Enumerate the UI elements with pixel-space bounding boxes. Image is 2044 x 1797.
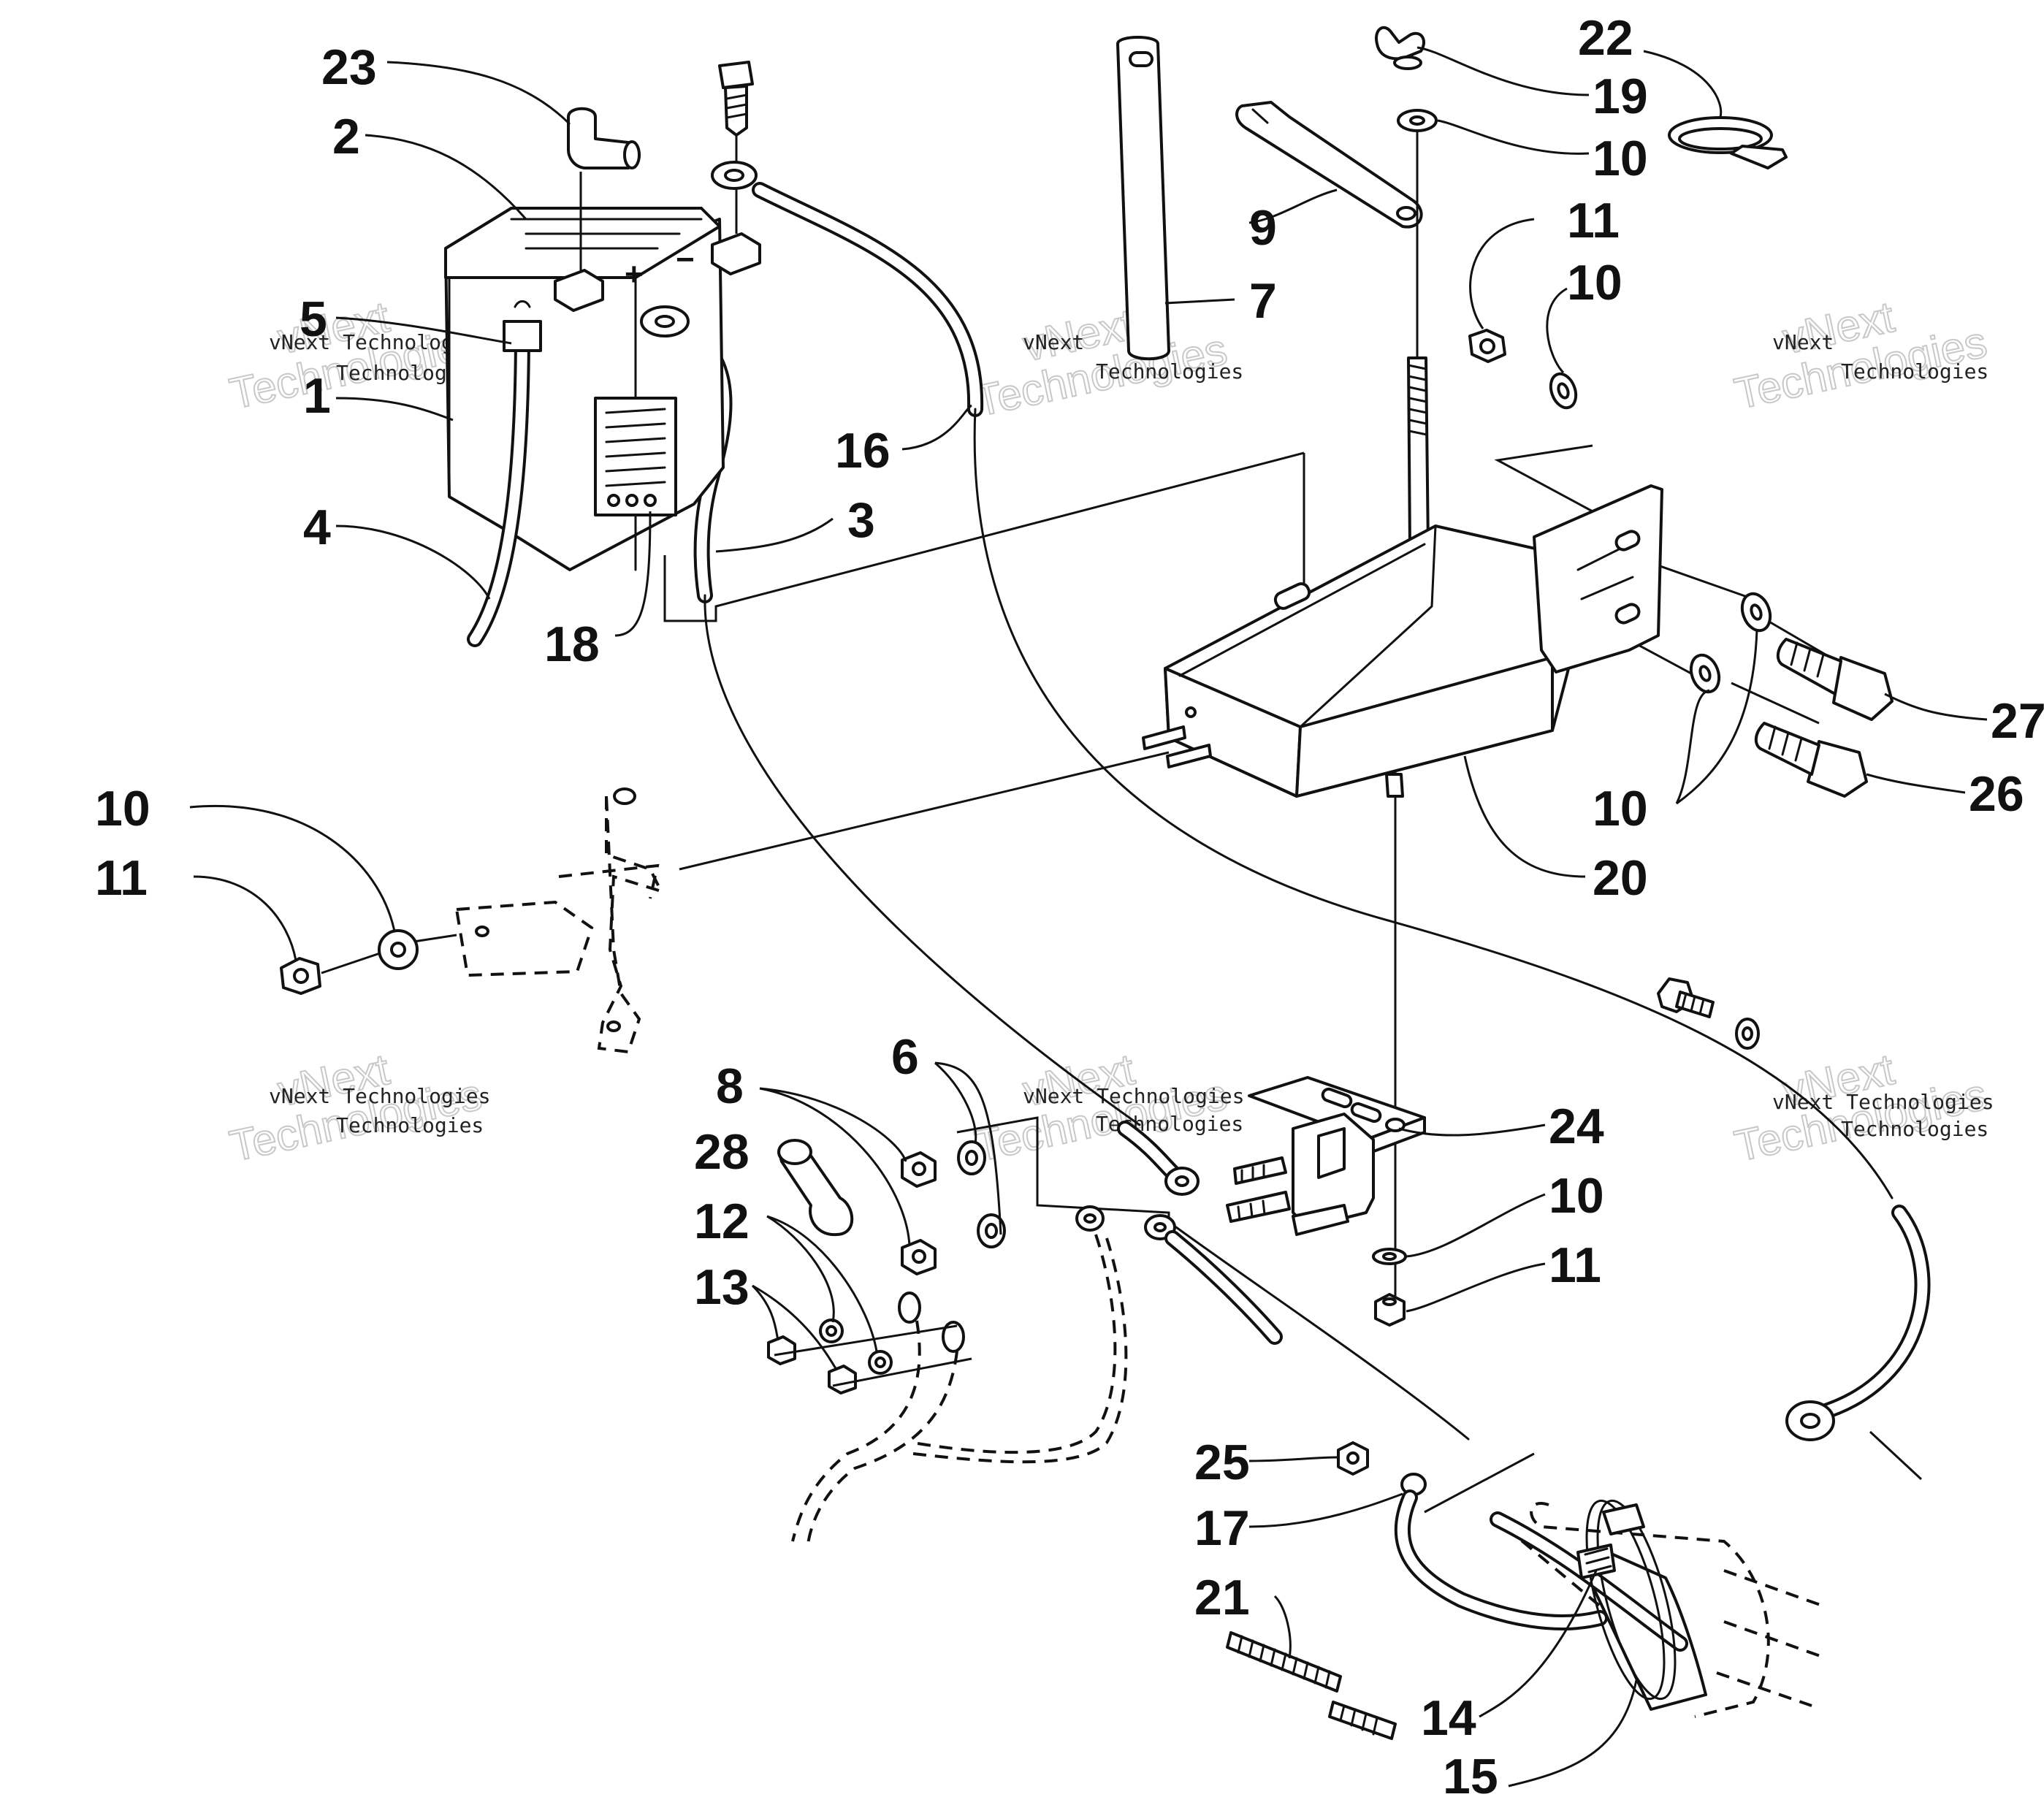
callout-7: 7 [1249,273,1277,329]
callout-4: 4 [303,500,331,555]
wire-lugs-small [774,1292,972,1549]
callout-21: 21 [1194,1570,1250,1625]
watermark-text: Technologies [1096,359,1243,384]
callout-16: 16 [835,423,891,478]
hold-bracket [1235,101,1423,229]
ground-washer [1735,1018,1760,1050]
cable-lug-3-end [1117,1121,1200,1196]
washer-6-upper [957,1140,986,1175]
battery: + − [444,207,761,571]
terminal-boot [777,1139,854,1237]
callout-1: 1 [303,368,331,424]
watermark-text: Technologies [336,1113,484,1137]
cable-lug-ground [1144,1214,1283,1345]
battery-tray [1142,484,1663,798]
callout-14: 14 [1421,1690,1476,1746]
callout-6: 6 [891,1029,919,1085]
watermark-text: Technologies [1841,1117,1988,1141]
wing-nut [1375,26,1425,70]
ground-lug [1785,1400,1835,1441]
callout-19: 19 [1593,69,1648,124]
cable-3 [653,310,1470,1441]
callout-27: 27 [1991,693,2044,749]
callout-10-pair: 10 [1593,781,1648,836]
callout-28: 28 [694,1124,750,1180]
strap-14 [1576,1544,1616,1579]
callout-10-left: 10 [95,781,150,836]
solenoid [1226,1076,1426,1236]
watermark-text: vNext Technologies [1023,1084,1244,1108]
plus-sign-icon: + [625,256,644,292]
wire-lug-dashed [912,1205,1128,1464]
nut-8-lower [901,1239,937,1275]
bolt-27 [1776,638,1894,721]
top-bolt [711,61,758,234]
callout-labels: 23 2 5 1 4 18 3 16 7 9 19 10 22 11 10 27… [95,10,2044,1797]
ground-wire-17 [1394,1473,1608,1630]
nut-25 [1337,1441,1369,1476]
callout-10-upper: 10 [1567,255,1622,310]
nut-13-upper [767,1335,796,1365]
callout-26: 26 [1969,766,2024,822]
callout-8: 8 [716,1058,744,1114]
nut-upper [1468,329,1506,363]
washer-pair [1689,592,1772,694]
watermark-text: Technologies [1841,359,1988,384]
nut-left [280,952,381,995]
callout-9: 9 [1249,200,1277,256]
nut-8-upper [901,1151,937,1188]
callout-24: 24 [1549,1099,1604,1154]
springs [1226,1631,1397,1740]
terminal-cap [567,107,641,270]
nut-lower [1374,1293,1406,1327]
frame-bracket [408,787,664,1054]
nut-13-lower [828,1365,857,1395]
ground-bolt [1657,977,1715,1018]
callout-10-lower: 10 [1549,1168,1604,1224]
negative-terminal [711,232,761,275]
callout-10-top: 10 [1593,131,1648,186]
callout-13: 13 [694,1259,750,1315]
positive-terminal [554,269,604,312]
washer-top [1397,109,1438,358]
washer-lower [1372,1248,1407,1265]
assembly-lines [663,444,1856,1514]
callout-17: 17 [1194,1500,1250,1556]
callout-18: 18 [544,617,600,672]
callout-20: 20 [1593,850,1648,906]
bolt-26 [1754,722,1868,798]
callout-15: 15 [1443,1749,1498,1797]
strap [1116,36,1170,361]
callout-3: 3 [847,492,875,548]
vent-hose [467,300,542,647]
watermark-text: vNext [1772,330,1834,354]
watermark-text: vNext [1023,330,1084,354]
washer-left [378,929,419,970]
callout-25: 25 [1194,1435,1250,1490]
callout-11-lower: 11 [1549,1237,1601,1293]
tie-strap [1668,116,1788,169]
watermark-text: vNext Technologies [1772,1090,1994,1114]
callout-2: 2 [332,109,360,164]
callout-11-left: 11 [95,850,148,906]
callout-leaders [189,46,1988,1788]
callout-22: 22 [1578,10,1633,66]
cable-lug-3 [640,305,690,337]
callout-11-upper: 11 [1567,193,1620,248]
callout-12: 12 [694,1194,750,1249]
callout-23: 23 [321,39,377,95]
minus-sign-icon: − [676,242,695,278]
washer-12-upper [819,1319,844,1343]
cable-16 [752,182,1931,1481]
watermark-text: vNext Technologies [269,1084,490,1108]
washer-12-lower [868,1350,893,1375]
hose-clamp-15 [1585,1499,1677,1701]
callout-5: 5 [300,291,327,347]
washer-6-lower [977,1213,1006,1248]
washer-upper [1549,372,1578,410]
